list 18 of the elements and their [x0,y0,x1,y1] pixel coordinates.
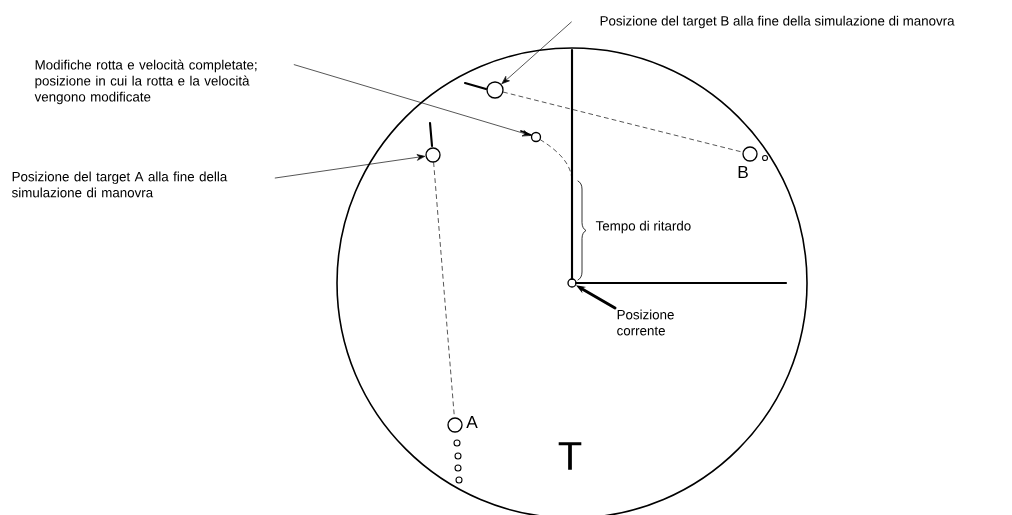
arrow [274,154,425,179]
text-label: Tempo di ritardo [595,220,691,234]
text-label: B [738,166,748,178]
callout-text: Posizione del target B alla fine della simulazione di manovra [600,15,955,29]
position-circle [425,147,441,163]
track-line [503,91,743,153]
text-label: A [466,416,478,428]
callout-text: Modifiche rotta e velocità completate; posizione in cui la rotta e la velocità vengono modificate [34,59,257,105]
text-label: T [558,442,582,470]
callout-text: Posizione del target A alla fine della simulazione di manovra [12,171,228,198]
position-circle [447,417,463,433]
callout-text: Posizione corrente [617,309,674,336]
position-circle [742,146,758,162]
position-circle [486,81,504,99]
track-line [540,139,573,279]
track-line [433,162,455,418]
arrow [293,64,531,137]
arrow [501,21,572,84]
